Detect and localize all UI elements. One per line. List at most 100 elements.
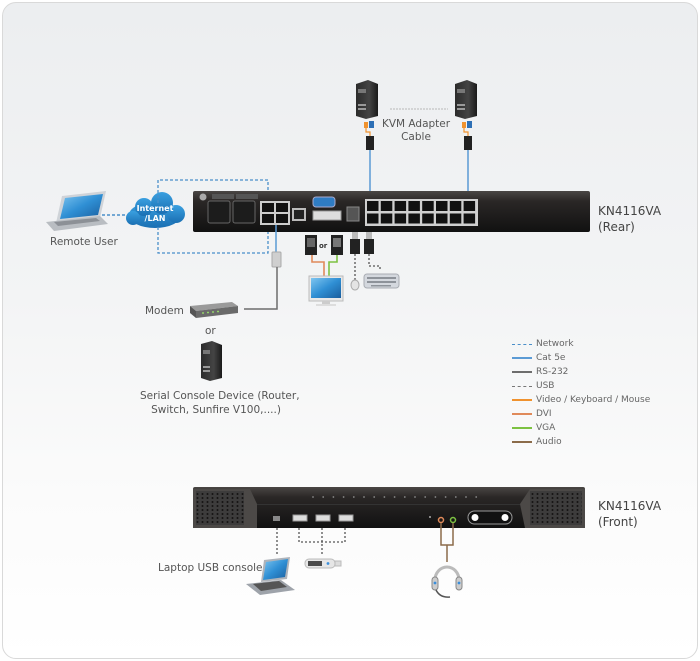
serial-console-label-line2: Switch, Sunfire V100,....) bbox=[151, 404, 281, 416]
keyboard-icon bbox=[363, 273, 400, 289]
legend-label: Audio bbox=[536, 437, 562, 447]
kvm-port bbox=[436, 213, 448, 224]
kvm-port bbox=[367, 213, 379, 224]
legend-label: Cat 5e bbox=[536, 353, 566, 363]
rear-model-label: KN4116VA (Rear) bbox=[598, 203, 661, 235]
kvm-port bbox=[463, 213, 476, 224]
cloud-label-line2: /LAN bbox=[144, 214, 166, 223]
serial-console-tower-icon bbox=[201, 341, 222, 381]
port-led bbox=[454, 496, 457, 498]
dvi-line bbox=[311, 255, 325, 276]
legend-item: Cat 5e bbox=[512, 351, 650, 365]
port-led bbox=[414, 496, 416, 498]
legend-item: RS-232 bbox=[512, 365, 650, 379]
front-usb-port bbox=[292, 514, 308, 522]
usb-console-laptop-icon bbox=[246, 557, 295, 595]
port-led bbox=[393, 496, 396, 498]
rear-model-name: KN4116VA bbox=[598, 204, 662, 218]
server-tower-icon bbox=[356, 80, 378, 119]
kvm-port bbox=[422, 213, 434, 224]
legend-label: DVI bbox=[536, 409, 552, 419]
usb-line-front bbox=[298, 528, 346, 543]
headset-icon bbox=[431, 565, 463, 598]
legend-swatch bbox=[512, 343, 532, 345]
kvm-adapter-label: KVM Adapter Cable bbox=[380, 118, 452, 144]
vga-line bbox=[328, 255, 338, 276]
port-led bbox=[434, 496, 437, 498]
port-led bbox=[363, 496, 365, 498]
front-view-label: (Front) bbox=[598, 515, 638, 529]
mic-jack bbox=[437, 516, 445, 524]
legend-item: DVI bbox=[512, 407, 650, 421]
port-led bbox=[352, 496, 355, 498]
port-led bbox=[465, 496, 467, 498]
server-tower-icon bbox=[455, 80, 477, 119]
legend-swatch bbox=[512, 441, 532, 443]
vga-connector-icon bbox=[305, 235, 317, 255]
monitor-icon bbox=[308, 275, 344, 306]
port-led bbox=[312, 496, 314, 498]
legend-swatch bbox=[512, 413, 532, 415]
port-led bbox=[383, 496, 386, 498]
or-label: or bbox=[205, 325, 216, 337]
port-led bbox=[332, 496, 335, 498]
usb-connector-icon bbox=[364, 232, 374, 254]
serial-console-label-line1: Serial Console Device (Router, bbox=[140, 390, 300, 402]
kvm-adapter-label-line1: KVM Adapter bbox=[381, 118, 451, 130]
front-usb-port bbox=[315, 514, 331, 522]
kvm-port bbox=[408, 201, 420, 211]
legend-swatch bbox=[512, 385, 532, 387]
modem-label: Modem bbox=[145, 305, 184, 317]
legend-label: Network bbox=[536, 339, 574, 349]
port-led bbox=[342, 496, 345, 498]
speaker-jack bbox=[449, 516, 457, 524]
serial-console-label: Serial Console Device (Router, Switch, S… bbox=[140, 389, 300, 417]
kn4116va-front-panel bbox=[193, 487, 585, 528]
port-led bbox=[373, 496, 376, 498]
rs232-adapter-icon bbox=[271, 251, 282, 268]
legend-swatch bbox=[512, 371, 532, 373]
usb-line-keyboard bbox=[368, 254, 381, 271]
kvm-port bbox=[380, 213, 393, 224]
legend-item: VGA bbox=[512, 421, 650, 435]
kvm-port bbox=[380, 201, 393, 211]
legend-label: RS-232 bbox=[536, 367, 569, 377]
kvm-port bbox=[449, 213, 462, 224]
kvm-port bbox=[463, 201, 476, 211]
front-handle bbox=[467, 510, 513, 525]
console-usb-port bbox=[273, 516, 280, 521]
remote-user-label: Remote User bbox=[50, 236, 118, 248]
kvm-port bbox=[408, 213, 420, 224]
vga-port bbox=[312, 196, 336, 208]
power-inlet-icon bbox=[207, 200, 231, 224]
ground-screw-icon bbox=[199, 193, 207, 201]
port-led bbox=[403, 496, 406, 498]
kvm-port bbox=[367, 201, 379, 211]
port-led bbox=[475, 496, 478, 498]
kvm-port bbox=[422, 201, 434, 211]
laptop-usb-console-label: Laptop USB console bbox=[158, 562, 263, 574]
legend-swatch bbox=[512, 399, 532, 401]
port-led bbox=[322, 496, 325, 498]
front-usb-port bbox=[338, 514, 354, 522]
kvm-port bbox=[449, 201, 462, 211]
video-or-label: or bbox=[319, 242, 328, 250]
usb-flash-drive-icon bbox=[304, 558, 342, 569]
kn4116va-rear-panel bbox=[193, 191, 590, 232]
kvm-adapter-label-line2: Cable bbox=[401, 131, 431, 143]
modem-icon bbox=[190, 302, 238, 318]
cloud-label-line1: Internet bbox=[136, 204, 174, 213]
dvi-connector-icon bbox=[331, 235, 343, 255]
network-line-lan2 bbox=[157, 222, 269, 254]
usb-ports bbox=[346, 206, 360, 222]
legend-label: VGA bbox=[536, 423, 556, 433]
legend-swatch bbox=[512, 427, 532, 429]
legend-item: USB bbox=[512, 379, 650, 393]
rear-view-label: (Rear) bbox=[598, 220, 635, 234]
kvm-port bbox=[394, 213, 407, 224]
rs232-line bbox=[244, 267, 278, 310]
kvm-adapter-connector-icon bbox=[462, 121, 472, 150]
